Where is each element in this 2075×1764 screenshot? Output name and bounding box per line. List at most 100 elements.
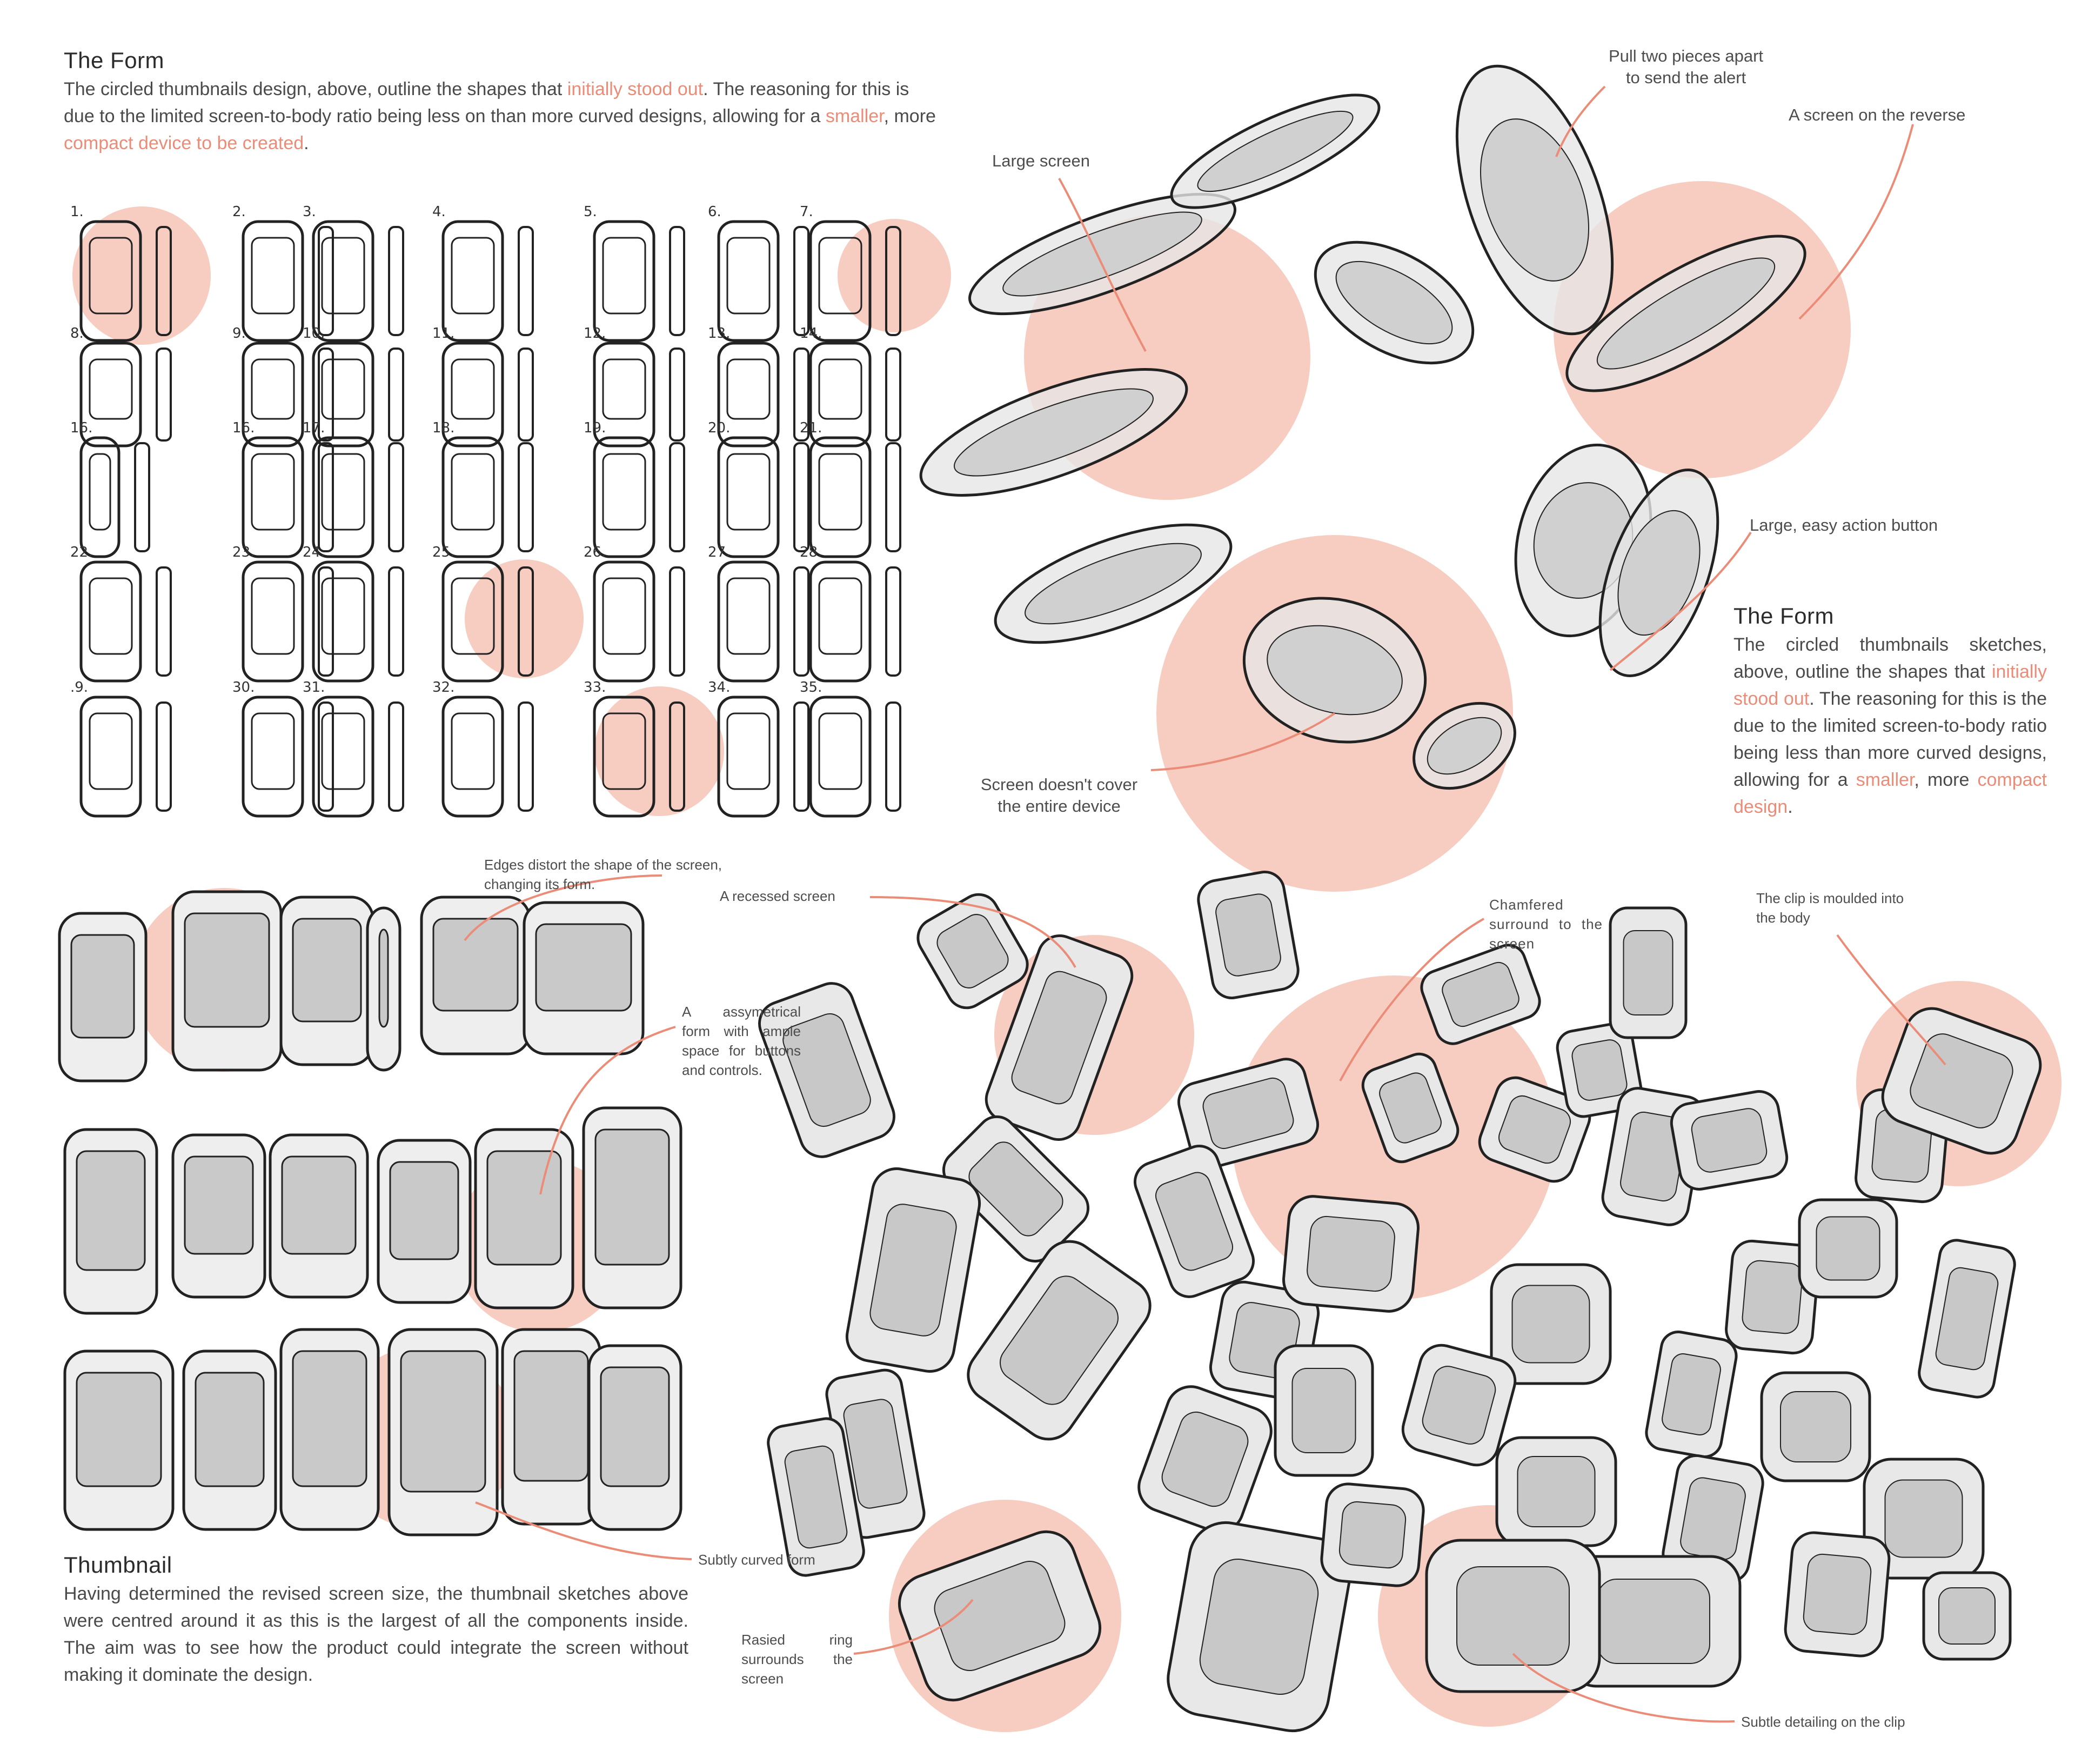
thumbnail-side-view [885,442,901,552]
device-sketch-screen [1691,1108,1768,1173]
annotation-edges: Edges distort the shape of the screen, c… [484,857,722,892]
annotation-asymmetrical: A assymetrical form with ample space for… [682,1004,801,1078]
thumbnail-number: 12. [584,325,606,342]
thumbnail-screen [89,237,133,315]
device-sketch-screen [869,1204,957,1337]
thumbnail-body [441,560,504,683]
thumbnail-screen [602,358,646,420]
device-sketch-screen [1623,930,1674,1015]
thumbnail-screen [321,712,365,790]
thumbnail-number: 21. [800,420,822,436]
device-sketch-screen [934,1561,1066,1671]
thumbnail-side-view [318,701,334,812]
thumbnail-screen [818,237,862,315]
thumbnail-body [441,220,504,342]
concept-sketch-screen [954,388,1154,477]
concept-sketch-screen [1480,118,1589,282]
thumbnail-screen [818,577,862,655]
annotation-leader [1555,85,1606,157]
thumbnail-screen [451,453,495,531]
device-screen [400,1350,486,1493]
thumbnail-screen [321,358,365,420]
thumbnail-screen [89,453,111,531]
device-sketch-screen [1662,1353,1721,1435]
thumbnail-side-view [793,442,809,552]
thumbnail-number: 5. [584,204,597,220]
thumbnail-body [717,560,780,683]
thumbnail-side-view [388,442,404,552]
thumbnail-number: 6. [708,204,721,220]
device-sketch-screen [1910,1033,2013,1128]
thumbnail-body [809,220,872,342]
thumbnail-screen [602,577,646,655]
thumbnail-body [242,220,304,342]
thumbnail-number: 26. [584,544,606,560]
thumbnail-body [79,560,142,683]
thumbnail-body [441,696,504,818]
thumbnail-screen [251,453,295,531]
highlight-circle [594,686,724,816]
thumbnail-body [593,342,655,447]
thumbnail-side-view [388,701,404,812]
form-paragraph-right: The circled thumbnails sketches, above, … [1733,634,2047,817]
annotation-leader [853,1599,974,1655]
thumbnail-side-view [318,348,334,442]
device-screen [70,934,135,1039]
annotation-leader [464,874,662,941]
thumbnail-body [809,342,872,447]
thumbnail-side-view [885,226,901,336]
thumbnail-body [79,696,142,818]
device-sketch-screen [1571,1039,1628,1101]
annotation-clip-detail: Subtle detailing on the clip [1741,1714,1905,1730]
thumbnail-screen [89,577,133,655]
thumbnail-side-view [156,566,172,677]
thumbnail-screen [251,712,295,790]
thumbnail-screen [321,577,365,655]
device-screen [432,918,519,1012]
thumbnail-number: 7. [800,204,813,220]
annotation-chamfered: Chamfered surround to the screen [1489,897,1603,952]
thumbnail-side-view [885,566,901,677]
device-sketch-screen [1498,1095,1571,1164]
thumbnail-number: 24. [303,544,325,560]
thumbnail-side-view [669,226,685,336]
device-sketch-screen [1935,1267,1999,1371]
thumbnail-side-view [318,566,334,677]
thumbnail-number: 32. [432,679,454,696]
thumbnail-number: 35. [800,679,822,696]
annotation-large-screen: Large screen [992,151,1090,170]
device-sketch-screen [1011,971,1107,1105]
thumbnail-screen [251,358,295,420]
thumbnail-screen [451,358,495,420]
annotation-leader [1150,712,1336,771]
thumbnail-body [809,436,872,558]
thumbnail-number: 33. [584,679,606,696]
device-screen [389,1161,459,1260]
thumbnail-screen [602,712,646,790]
thumbnail-number: 20. [708,420,730,436]
thumbnail-side-view [793,226,809,336]
device-sketch-screen [1338,1501,1407,1569]
device-screen [513,1350,589,1482]
annotation-leader [1609,531,1752,671]
thumbnail-numbers: 1.2.3.4.5.6.7.8.9.10.11.12.13.14.16.16.1… [70,204,822,696]
thumbnail-body [809,560,872,683]
thumbnail-body [441,342,504,447]
thumbnail-body [717,436,780,558]
thumbnail-number: 28. [800,544,822,560]
concept-sketch-screen [1596,257,1776,370]
thumbnail-body [79,220,142,342]
thumbnail-number: 30. [232,679,255,696]
highlight-circle [838,219,951,332]
thumbnail-screen [602,453,646,531]
thumbnail-side-view [518,566,534,677]
device-sketch-screen [1422,1366,1496,1445]
thumbnail-paragraph: Having determined the revised screen siz… [64,1583,688,1685]
device-screen [184,912,270,1028]
device-sketch-screen [1511,1285,1590,1364]
thumbnail-number: 10. [303,325,325,342]
thumbnail-side-view [518,226,534,336]
thumbnail-number: 19. [584,420,606,436]
device-screen [292,918,362,1023]
